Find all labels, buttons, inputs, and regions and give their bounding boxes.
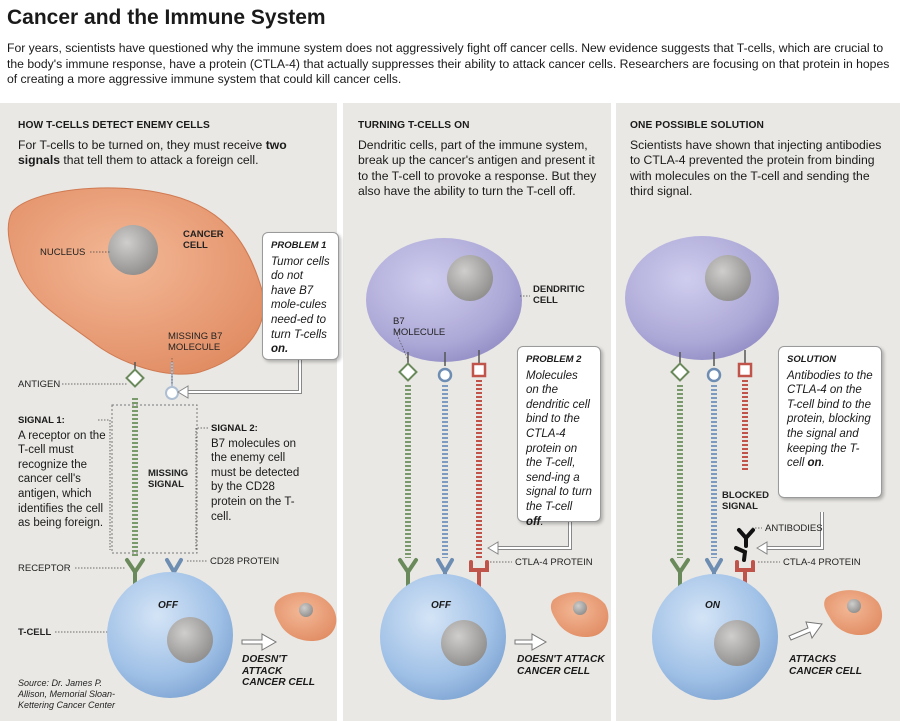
intro-text: For years, scientists have questioned wh… <box>7 41 890 86</box>
problem2-callout: PROBLEM 2 Molecules on the dendritic cel… <box>517 346 601 528</box>
problem2-text: Molecules on the dendritic cell bind to … <box>526 369 592 513</box>
label-b7: B7 MOLECULE <box>393 316 446 338</box>
signal1-body: A receptor on the T-cell must recognize … <box>18 429 106 530</box>
tcell-1-nucleus <box>167 617 213 663</box>
problem1-arrowhead <box>177 385 189 399</box>
missing-b7-marker <box>165 386 179 400</box>
problem1-heading: PROBLEM 1 <box>271 240 327 251</box>
missing-signal-box <box>111 404 198 554</box>
problem2-post: . <box>540 515 544 528</box>
problem1-text: Tumor cells do not have B7 mole-cules ne… <box>271 255 330 341</box>
panel2-desc: Dendritic cells, part of the immune syst… <box>358 138 597 199</box>
label-receptor: RECEPTOR <box>18 563 71 574</box>
problem2-heading: PROBLEM 2 <box>526 354 582 365</box>
panel1-desc: For T-cells to be turned on, they must r… <box>18 138 318 169</box>
panel1-desc-post: that tell them to attack a foreign cell. <box>60 153 259 168</box>
label-cd28: CD28 PROTEIN <box>210 556 280 567</box>
panel1-title: HOW T-CELLS DETECT ENEMY CELLS <box>18 120 210 131</box>
label-antigen: ANTIGEN <box>18 379 61 390</box>
panel3-title: ONE POSSIBLE SOLUTION <box>630 120 764 131</box>
label-missing-signal: MISSING SIGNAL <box>148 468 189 490</box>
solution-callout: SOLUTION Antibodies to the CTLA-4 on the… <box>778 346 882 498</box>
page-title: Cancer and the Immune System <box>7 6 326 29</box>
problem1-bold: on. <box>271 343 289 356</box>
signal1-heading: SIGNAL 1: <box>18 415 65 426</box>
antibody-icon <box>734 528 755 562</box>
dendritic-cell-2 <box>625 236 779 360</box>
arrow-p1 <box>241 633 278 651</box>
problem1-callout: PROBLEM 1 Tumor cells do not have B7 mol… <box>262 232 339 360</box>
label-antibodies: ANTIBODIES <box>765 523 823 534</box>
signal2-heading: SIGNAL 2: <box>211 423 258 434</box>
label-ctla4-p2: CTLA-4 PROTEIN <box>515 557 593 568</box>
label-dendritic: DENDRITIC CELL <box>533 284 585 306</box>
solution-heading: SOLUTION <box>787 354 837 365</box>
signal2-text: SIGNAL 2: B7 molecules on the enemy cell… <box>211 422 311 524</box>
panel3-desc: Scientists have shown that injecting ant… <box>630 138 882 199</box>
tcell-1-state: OFF <box>158 600 178 611</box>
panel1-desc-pre: For T-cells to be turned on, they must r… <box>18 138 266 152</box>
problem2-bold: off <box>526 515 541 528</box>
signal2-body: B7 molecules on the enemy cell must be d… <box>211 437 300 523</box>
label-missing-b7: MISSING B7 MOLECULE <box>168 331 223 353</box>
panel1-desc-bold: two signals <box>18 138 287 168</box>
dendritic-cell-1 <box>366 238 522 362</box>
antigen-marker <box>125 368 145 388</box>
label-nucleus: NUCLEUS <box>40 247 86 258</box>
panel2-title: TURNING T-CELLS ON <box>358 120 470 131</box>
panel3-caption: ATTACKS CANCER CELL <box>789 654 863 677</box>
label-tcell: T-CELL <box>18 627 52 638</box>
source-credit: Source: Dr. James P. Allison, Memorial S… <box>18 678 116 710</box>
solution-bold: on <box>807 457 822 470</box>
cancer-nucleus <box>108 225 158 275</box>
label-blocked-signal: BLOCKED SIGNAL <box>722 490 769 512</box>
solution-text: Antibodies to the CTLA-4 on the T-cell b… <box>787 369 873 470</box>
label-cancer-cell: CANCER CELL <box>183 229 224 251</box>
tcell-3-state: ON <box>705 600 720 611</box>
signal1-text: SIGNAL 1: A receptor on the T-cell must … <box>18 414 113 531</box>
label-ctla4-p3: CTLA-4 PROTEIN <box>783 557 861 568</box>
cancer-cell-shape <box>7 187 265 375</box>
panel2-caption: DOESN'T ATTACK CANCER CELL <box>517 654 605 677</box>
panel1-caption: DOESN'T ATTACK CANCER CELL <box>242 654 316 688</box>
solution-post: . <box>821 457 825 470</box>
tcell-2-state: OFF <box>431 600 451 611</box>
